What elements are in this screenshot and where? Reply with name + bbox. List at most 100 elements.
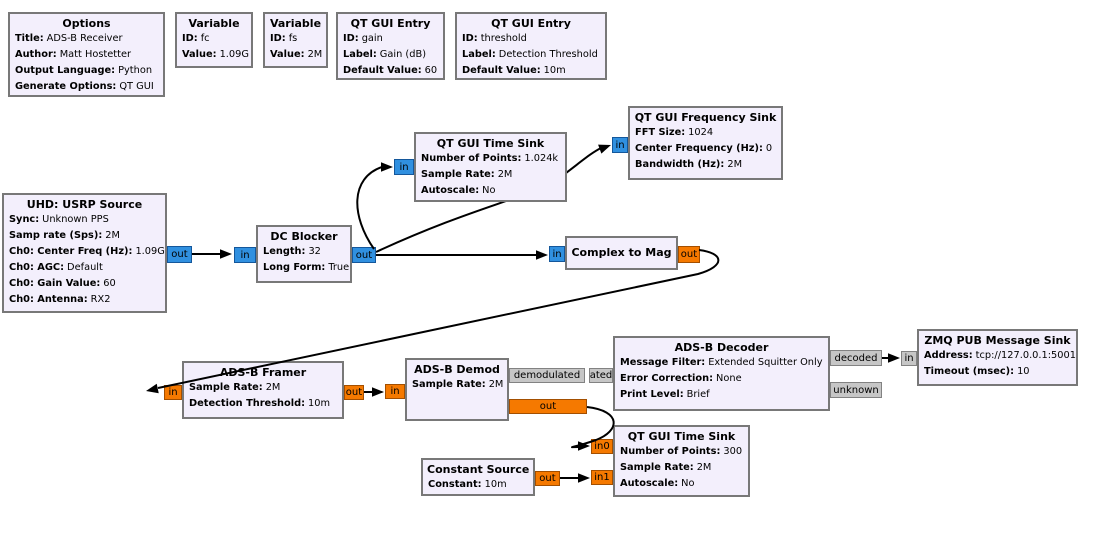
param-value: 10m	[484, 479, 507, 490]
port-adsb_decoder-unknown[interactable]: unknown	[830, 382, 882, 398]
port-time_sink_rf-in[interactable]: in	[394, 159, 414, 175]
param-label: Label:	[462, 49, 496, 60]
port-adsb_framer-in[interactable]: in	[164, 385, 182, 400]
connection-adsb_framer.out-to-adsb_demod.in[interactable]	[364, 387, 384, 397]
block-title: Options	[62, 17, 111, 30]
param-value: tcp://127.0.0.1:5001	[975, 350, 1076, 361]
port-zmq_pub_sink-in[interactable]: in	[901, 351, 917, 366]
block-param: ID:fs	[265, 31, 326, 47]
block-param: Default Value:10m	[457, 63, 605, 79]
param-label: Timeout (msec):	[924, 366, 1015, 377]
arrowhead-icon	[598, 144, 611, 154]
param-label: Constant:	[428, 479, 482, 490]
block-title: QT GUI Entry	[350, 17, 431, 30]
param-value: 60	[103, 278, 116, 289]
arrowhead-icon	[888, 353, 900, 363]
connection-adsb_decoder.decoded-to-zmq_pub_sink.in[interactable]	[882, 353, 900, 363]
block-param: FFT Size:1024	[630, 125, 781, 141]
port-time_sink_demod-in1[interactable]: in1	[591, 470, 613, 485]
connection-usrp_source.out-to-dc_blocker.in[interactable]	[192, 249, 232, 259]
block-param: Generate Options:QT GUI	[10, 79, 163, 95]
block-param: Samp rate (Sps):2M	[4, 228, 165, 244]
block-param: Ch0: Antenna:RX2	[4, 292, 165, 308]
param-label: Number of Points:	[421, 153, 522, 164]
arrowhead-icon	[578, 441, 590, 451]
port-constant_source-out[interactable]: out	[535, 471, 560, 486]
block-param: Message Filter:Extended Squitter Only	[615, 355, 828, 371]
port-complex_to_mag-in[interactable]: in	[549, 246, 565, 262]
param-value: 2M	[727, 159, 743, 170]
port-adsb_decoder-decoded[interactable]: decoded	[830, 350, 882, 366]
param-value: No	[482, 185, 496, 196]
param-label: ID:	[270, 33, 286, 44]
port-dc_blocker-in[interactable]: in	[234, 247, 256, 263]
block-param: ID:gain	[338, 31, 443, 47]
port-adsb_decoder-demodulated[interactable]: ated	[589, 368, 613, 383]
param-label: Message Filter:	[620, 357, 706, 368]
param-label: Ch0: Center Freq (Hz):	[9, 246, 133, 257]
connection-dc_blocker.out-to-complex_to_mag.in[interactable]	[376, 250, 548, 260]
port-dc_blocker-out[interactable]: out	[352, 247, 376, 263]
connection-dc_blocker.out-to-time_sink_rf.in[interactable]	[356, 162, 393, 250]
param-value: ADS-B Receiver	[46, 33, 123, 44]
param-label: Print Level:	[620, 389, 684, 400]
param-label: Generate Options:	[15, 81, 117, 92]
block-param: Constant:10m	[423, 477, 533, 493]
block-title: UHD: USRP Source	[26, 198, 143, 211]
block-param: ID:threshold	[457, 31, 605, 47]
param-label: Value:	[182, 49, 217, 60]
param-value: 2M	[307, 49, 323, 60]
arrowhead-icon	[381, 162, 393, 172]
param-value: 10	[1017, 366, 1030, 377]
param-label: Autoscale:	[421, 185, 480, 196]
port-complex_to_mag-out[interactable]: out	[678, 246, 700, 263]
param-label: ID:	[343, 33, 359, 44]
param-value: 1.09G	[135, 246, 165, 257]
param-label: Number of Points:	[620, 446, 721, 457]
port-adsb_demod-demodulated[interactable]: demodulated	[509, 368, 585, 383]
param-label: Detection Threshold:	[189, 398, 306, 409]
port-adsb_framer-out[interactable]: out	[344, 385, 364, 400]
param-label: Error Correction:	[620, 373, 714, 384]
port-adsb_demod-in[interactable]: in	[385, 384, 405, 399]
port-usrp_source-out[interactable]: out	[167, 246, 192, 263]
block-complex_to_mag[interactable]: Complex to Mag	[565, 236, 678, 270]
param-label: ID:	[462, 33, 478, 44]
param-label: Samp rate (Sps):	[9, 230, 103, 241]
block-title: Variable	[269, 17, 322, 30]
param-label: Value:	[270, 49, 305, 60]
block-param: Long Form:True	[258, 260, 350, 276]
param-value: Gain (dB)	[379, 49, 427, 60]
param-value: Unknown PPS	[42, 214, 109, 225]
port-adsb_demod-out[interactable]: out	[509, 399, 587, 414]
param-value: 10m	[308, 398, 331, 409]
block-param: Output Language:Python	[10, 63, 163, 79]
port-time_sink_demod-in0[interactable]: in0	[591, 439, 613, 454]
connection-constant_source.out-to-time_sink_demod.in1[interactable]	[560, 473, 590, 483]
param-label: Label:	[343, 49, 377, 60]
param-label: Sample Rate:	[421, 169, 495, 180]
block-title: Constant Source	[427, 463, 530, 476]
port-freq_sink-in[interactable]: in	[612, 137, 628, 153]
param-value: 32	[308, 246, 321, 257]
param-value: True	[328, 262, 350, 273]
param-value: RX2	[90, 294, 111, 305]
block-param: Ch0: Gain Value:60	[4, 276, 165, 292]
param-value: None	[716, 373, 742, 384]
